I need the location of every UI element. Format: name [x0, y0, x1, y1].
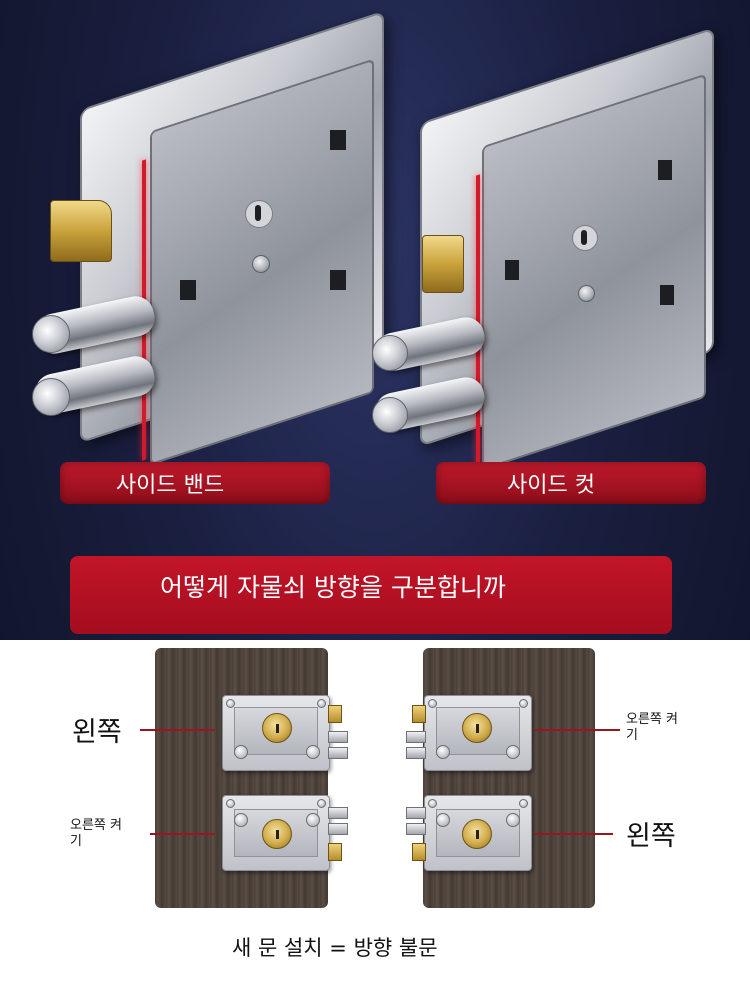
lock-left-bottom — [222, 795, 352, 875]
label-side-cut: 사이드 컷 — [436, 462, 706, 504]
lock-image-side-band — [30, 10, 400, 466]
dir-label-right-bottom: 왼쪽 — [626, 821, 676, 852]
leader-right-top — [535, 729, 620, 731]
footer-text: 새 문 설치 = 방향 불문 — [232, 936, 438, 960]
lock-right-bottom — [400, 795, 532, 875]
leader-left-bottom — [150, 833, 215, 835]
label-side-band: 사이드 밴드 — [60, 462, 330, 504]
leader-left-top — [140, 729, 215, 731]
lock-image-side-cut — [370, 27, 730, 471]
banner-text: 어떻게 자물쇠 방향을 구분합니까 — [160, 573, 506, 602]
lock-left-top — [222, 695, 352, 775]
direction-question-banner: 어떻게 자물쇠 방향을 구분합니까 — [70, 556, 672, 634]
top-product-area: 사이드 밴드 사이드 컷 — [30, 10, 730, 504]
label-side-cut-text: 사이드 컷 — [507, 473, 595, 498]
lock-right-top — [400, 695, 532, 775]
label-side-band-text: 사이드 밴드 — [115, 473, 225, 498]
dir-label-left-top: 왼쪽 — [72, 717, 122, 748]
dir-label-right-top: 오른쪽 켜 기 — [626, 712, 678, 743]
leader-right-bottom — [535, 833, 613, 835]
diagram-area: 왼쪽 오른쪽 켜 기 오른쪽 켜 기 왼쪽 새 문 설치 = 방향 불문 — [0, 640, 750, 1000]
dir-label-left-bottom: 오른쪽 켜 기 — [70, 818, 122, 849]
